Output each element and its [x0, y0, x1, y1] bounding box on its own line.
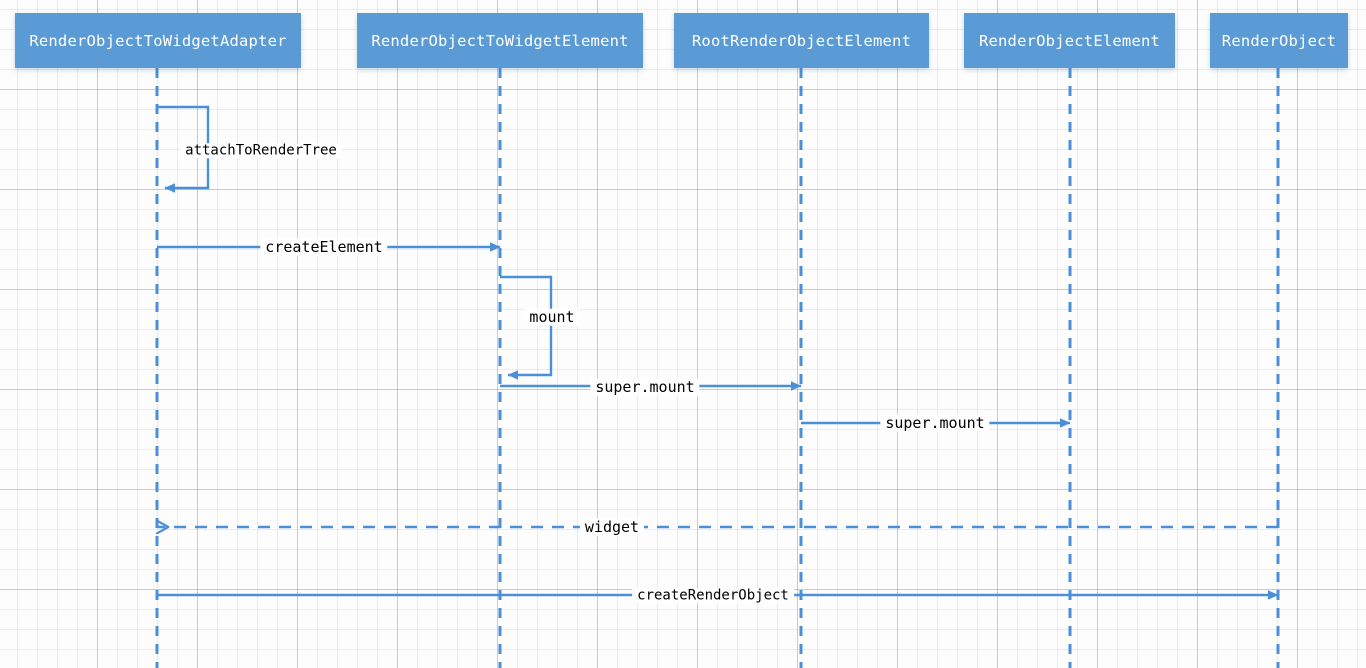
lifelines-group	[155, 68, 1280, 668]
message-arrow-m3	[500, 275, 553, 380]
participant-label: RenderObject	[1221, 31, 1337, 50]
participant-adapter[interactable]: RenderObjectToWidgetAdapter	[15, 13, 301, 68]
participant-label: RenderObjectToWidgetElement	[371, 31, 629, 50]
messages-group	[157, 105, 1279, 600]
message-label-m5: super.mount	[880, 415, 990, 432]
participant-ro[interactable]: RenderObject	[1210, 13, 1348, 68]
participant-rroe[interactable]: RootRenderObjectElement	[674, 13, 929, 68]
participant-label: RootRenderObjectElement	[691, 31, 912, 50]
message-label-m4: super.mount	[590, 379, 700, 396]
participant-label: RenderObjectToWidgetAdapter	[29, 31, 287, 50]
message-label-m3: mount	[524, 309, 580, 326]
participant-roe[interactable]: RenderObjectElement	[964, 13, 1175, 68]
message-label-m2: createElement	[260, 239, 388, 256]
message-label-m7: createRenderObject	[632, 587, 794, 604]
message-label-m6: widget	[579, 519, 645, 536]
message-label-m1: attachToRenderTree	[180, 142, 342, 159]
participant-label: RenderObjectElement	[978, 31, 1161, 50]
participant-rotwe[interactable]: RenderObjectToWidgetElement	[357, 13, 643, 68]
